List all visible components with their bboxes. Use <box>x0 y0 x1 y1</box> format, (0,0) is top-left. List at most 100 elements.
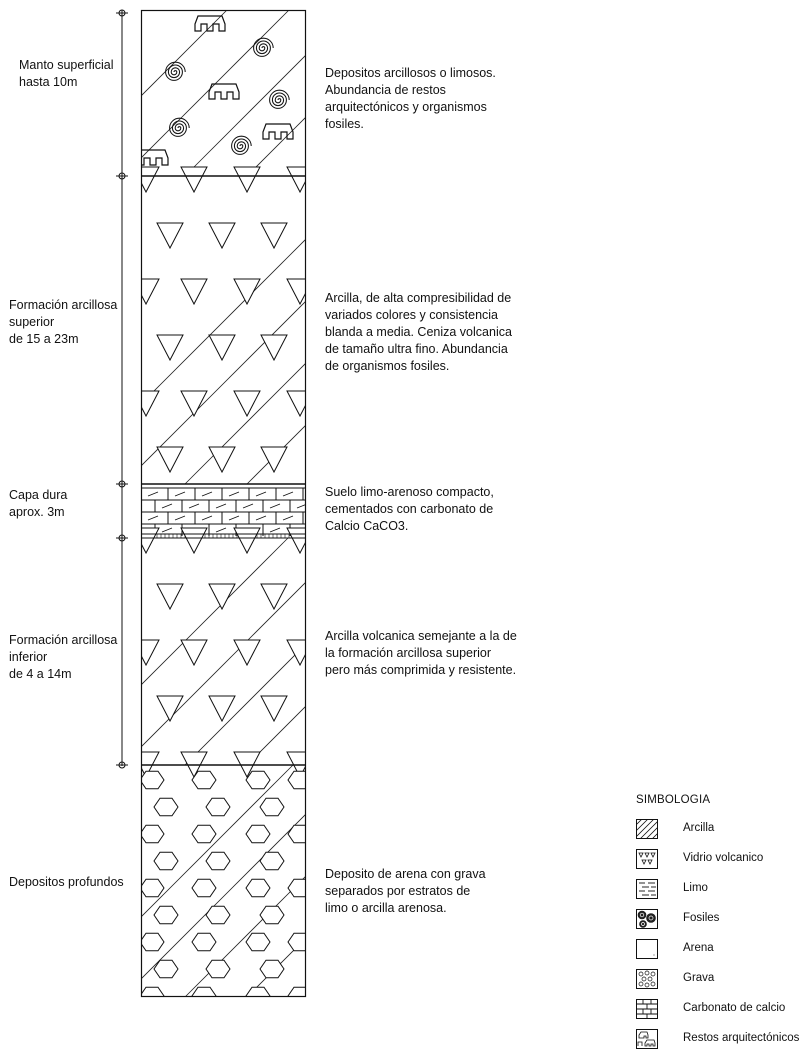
layer-name-capa-dura: Capa dura aprox. 3m <box>9 488 68 519</box>
hatch-line <box>246 937 306 997</box>
gravel-hexagon <box>259 797 285 817</box>
layer-description-depositos-profundos: Deposito de arena con grava separados po… <box>325 867 486 915</box>
hatch-line <box>184 362 306 485</box>
gravel-hexagon <box>141 986 165 997</box>
brick-mark <box>174 491 186 497</box>
gravel-hexagon <box>245 878 271 898</box>
volcanic-glass-triangle <box>286 390 306 418</box>
legend-item-fosiles: Fosiles <box>636 909 796 929</box>
legend-item-grava: Grava <box>636 969 796 989</box>
gravel-hexagon <box>191 824 217 844</box>
gravel-hexagon <box>205 905 231 925</box>
layer-description-manto-superficial: Depositos arcillosos o limosos. Abundanc… <box>325 66 496 131</box>
bricks-icon <box>636 999 658 1019</box>
hatch-line <box>141 581 306 748</box>
legend-label-limo: Limo <box>683 882 708 894</box>
gravel-hexagon <box>191 770 217 790</box>
gravel-hexagon <box>191 878 217 898</box>
legend-item-limo: Limo <box>636 879 796 899</box>
gravel-hexagon <box>287 932 306 952</box>
brick-mark <box>228 515 240 521</box>
spirals-icon <box>636 909 658 929</box>
gravel-hexagon <box>141 878 165 898</box>
legend-label-grava: Grava <box>683 972 715 984</box>
volcanic-glass-triangle <box>233 390 261 418</box>
volcanic-glass-triangle <box>141 166 160 194</box>
brick-mark <box>201 515 213 521</box>
gravel-hexagon <box>191 932 217 952</box>
volcanic-glass-triangle <box>156 695 184 723</box>
hatch-line <box>141 10 290 159</box>
volcanic-glass-triangle <box>156 446 184 474</box>
brick-mark <box>147 515 159 521</box>
legend-item-carbonato-de-calcio: Carbonato de calcio <box>636 999 796 1019</box>
volcanic-glass-triangle <box>286 639 306 667</box>
legend-label-arcilla: Arcilla <box>683 822 715 834</box>
gravel-hexagon <box>141 824 165 844</box>
gravel-hexagon <box>287 824 306 844</box>
legend-label-arena: Arena <box>683 942 714 954</box>
brick-mark <box>282 491 294 497</box>
layer-name-depositos-profundos: Depositos profundos <box>9 875 124 889</box>
layer-name-manto-superficial: Manto superficial hasta 10m <box>19 58 114 89</box>
volcanic-glass-triangle <box>141 278 160 306</box>
volcanic-glass-triangle <box>180 639 208 667</box>
layer-description-formacion-arcillosa-inferior: Arcilla volcanica semejante a la de la f… <box>325 629 517 677</box>
hatch-line <box>141 537 289 686</box>
brick-mark <box>255 515 267 521</box>
layer-description-capa-dura: Suelo limo-arenoso compacto, cementados … <box>325 485 494 533</box>
hatch-line <box>141 10 228 97</box>
triangles-icon <box>636 849 658 869</box>
legend-label-vidrio-volcanico: Vidrio volcanico <box>683 852 764 864</box>
gravel-hexagon <box>259 959 285 979</box>
brick-mark <box>242 503 254 509</box>
layer-description-formacion-arcillosa-superior: Arcilla, de alta compresibilidad de vari… <box>325 291 512 373</box>
hatch-line <box>246 116 306 177</box>
brick-mark <box>228 491 240 497</box>
brick-mark <box>188 503 200 509</box>
ruin-icon <box>194 15 226 32</box>
volcanic-glass-triangle <box>260 222 288 250</box>
legend-label-carbonato-de-calcio: Carbonato de calcio <box>683 1002 786 1014</box>
volcanic-glass-triangle <box>156 334 184 362</box>
legend-title: SIMBOLOGIA <box>636 794 711 806</box>
volcanic-glass-triangle <box>208 583 236 611</box>
gravel-hexagon <box>153 797 179 817</box>
gravel-hexagon <box>205 959 231 979</box>
brick-mark <box>161 503 173 509</box>
volcanic-glass-triangle <box>208 222 236 250</box>
brick-mark <box>255 491 267 497</box>
brick-mark <box>310 492 320 496</box>
dashes-icon <box>636 879 658 899</box>
volcanic-glass-triangle <box>233 278 261 306</box>
hatch-line <box>141 300 306 467</box>
brick-mark <box>215 503 227 509</box>
layer-name-formacion-arcillosa-inferior: Formación arcillosa inferior de 4 a 14m <box>9 633 118 681</box>
blank-icon <box>636 939 658 959</box>
brick-mark <box>147 491 159 497</box>
hatch-icon <box>636 819 658 839</box>
brick-mark <box>310 516 320 520</box>
legend-item-restos-arquitectonicos: Restos arquitectónicos <box>636 1029 799 1049</box>
volcanic-glass-triangle <box>233 527 261 555</box>
volcanic-glass-triangle <box>180 166 208 194</box>
ruin-icon <box>208 83 240 100</box>
brick-mark <box>161 527 173 533</box>
fossil-spiral-icon <box>231 135 252 155</box>
hatch-line <box>141 238 306 405</box>
volcanic-glass-triangle <box>180 390 208 418</box>
hatch-line <box>141 813 306 980</box>
brick-mark <box>201 491 213 497</box>
volcanic-glass-triangle <box>286 166 306 194</box>
brick-mark <box>269 527 281 533</box>
gravel-hexagon <box>205 797 231 817</box>
gravel-hexagon <box>141 770 165 790</box>
ruins-icon <box>636 1029 658 1049</box>
volcanic-glass-triangle <box>286 278 306 306</box>
gravel-hexagon <box>259 905 285 925</box>
volcanic-glass-triangle <box>233 639 261 667</box>
brick-mark <box>282 515 294 521</box>
volcanic-glass-triangle <box>156 222 184 250</box>
fossil-spiral-icon <box>165 61 186 81</box>
